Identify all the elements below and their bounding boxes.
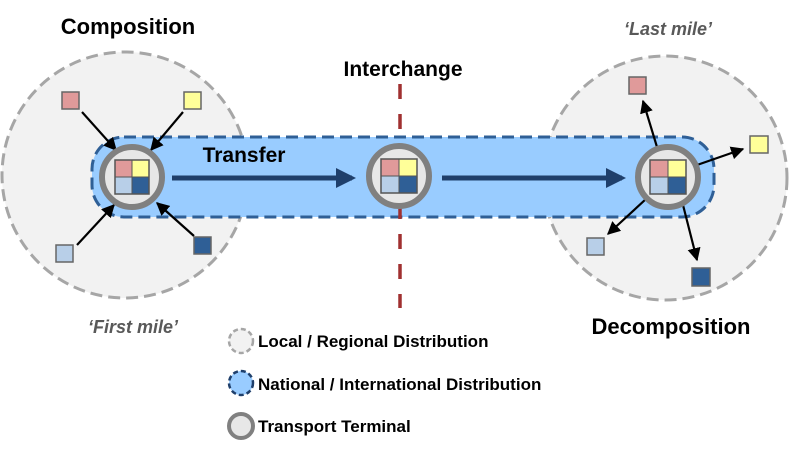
cargo-source-yellow	[183, 91, 202, 110]
arrow-right-terminal-to-yellow	[696, 146, 745, 167]
cargo-darkblue	[668, 177, 686, 194]
arrow-red-to-left-terminal	[81, 111, 117, 151]
cargo-destination-yellow	[749, 135, 769, 154]
transport-terminal-swatch	[227, 412, 255, 440]
local-distribution-swatch	[227, 327, 255, 355]
national-distribution-swatch	[227, 369, 255, 397]
arrow-darkblue-to-left-terminal	[156, 202, 195, 237]
cargo-red	[115, 160, 132, 177]
cargo-darkblue	[399, 176, 417, 193]
cargo-destination-red	[628, 76, 647, 95]
first-mile-label: ‘First mile’	[88, 317, 179, 337]
cargo-yellow	[668, 160, 686, 177]
terminal-left	[99, 144, 165, 210]
arrow-right-terminal-to-lightblue	[607, 198, 647, 235]
cargo-source-red	[61, 91, 80, 110]
cargo-red	[650, 160, 668, 177]
composition-label: Composition	[61, 14, 195, 39]
last-mile-label: ‘Last mile’	[624, 19, 713, 39]
terminal-right	[635, 144, 701, 210]
legend-item-terminal: Transport Terminal	[227, 412, 411, 440]
legend-label-local: Local / Regional Distribution	[258, 332, 488, 351]
terminal-interchange	[366, 143, 432, 209]
arrow-right-terminal-to-red	[640, 99, 659, 148]
cargo-destination-darkblue	[691, 267, 711, 287]
cargo-source-lightblue	[55, 244, 74, 263]
cargo-darkblue	[132, 177, 149, 194]
arrow-yellow-to-left-terminal	[150, 111, 184, 152]
legend-item-national: National / International Distribution	[227, 369, 541, 397]
decomposition-label: Decomposition	[592, 314, 751, 339]
arrow-lightblue-to-left-terminal	[76, 204, 115, 246]
legend-item-local: Local / Regional Distribution	[227, 327, 488, 355]
cargo-lightblue	[381, 176, 399, 193]
cargo-yellow	[132, 160, 149, 177]
cargo-red	[381, 159, 399, 176]
cargo-lightblue	[650, 177, 668, 194]
legend: Local / Regional Distribution National /…	[227, 327, 541, 440]
cargo-source-darkblue	[193, 236, 212, 255]
cargo-destination-lightblue	[586, 237, 605, 256]
cargo-lightblue	[115, 177, 132, 194]
interchange-label: Interchange	[343, 58, 462, 81]
legend-label-terminal: Transport Terminal	[258, 417, 411, 436]
cargo-yellow	[399, 159, 417, 176]
legend-label-national: National / International Distribution	[258, 375, 541, 394]
transfer-label: Transfer	[203, 144, 286, 167]
arrow-right-terminal-to-darkblue	[681, 204, 701, 262]
